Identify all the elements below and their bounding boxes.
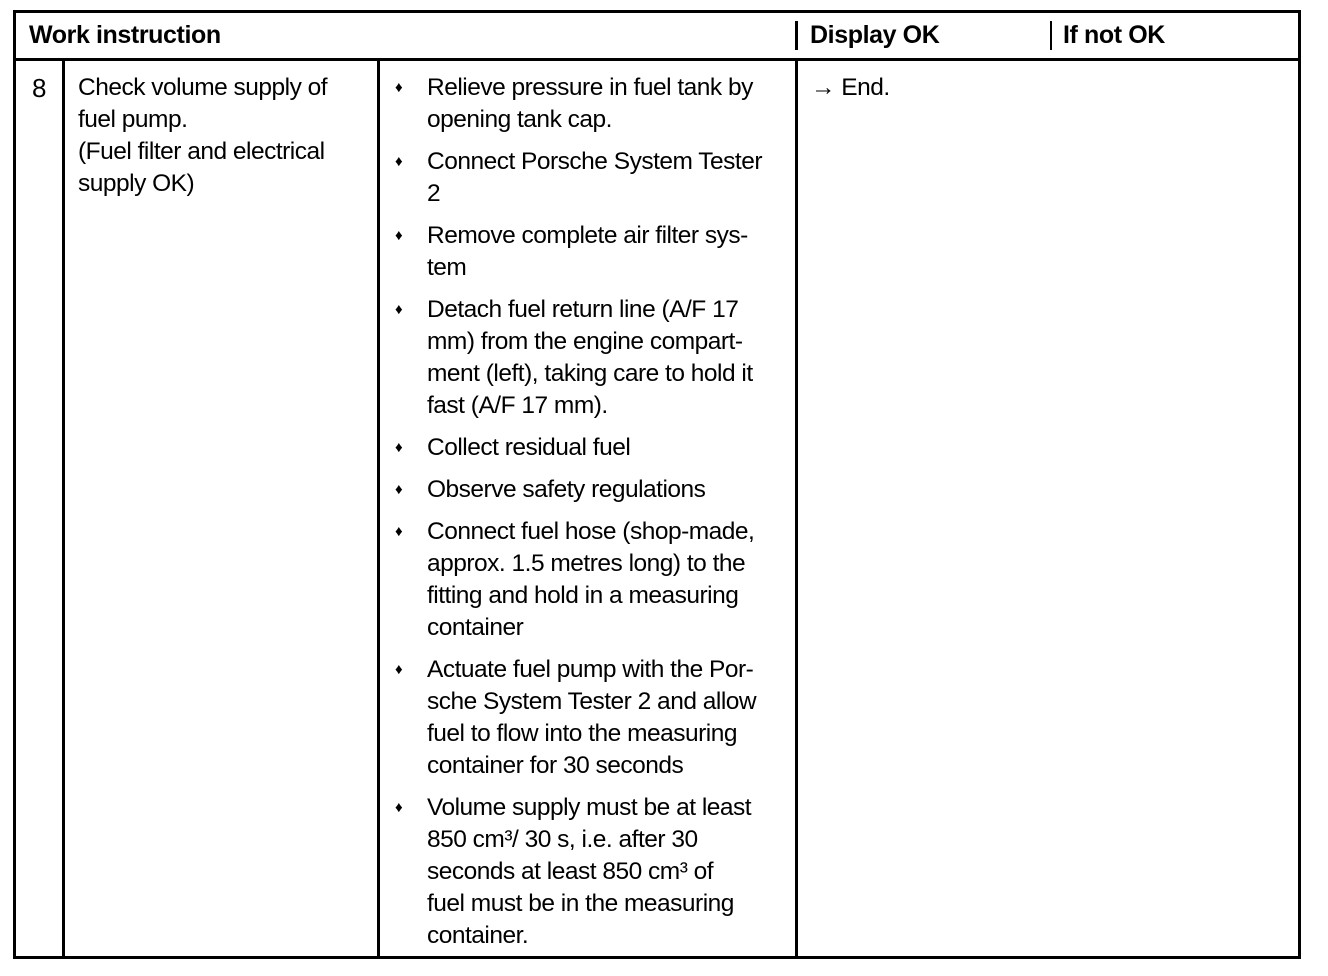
diamond-bullet-icon: ♦ bbox=[395, 301, 403, 318]
display-ok-result: → End. bbox=[811, 74, 890, 101]
diamond-bullet-icon: ♦ bbox=[395, 481, 403, 498]
header-display-ok: Display OK bbox=[795, 21, 1050, 50]
instruction-item: ♦ Detach fuel return line (A/F 17 mm) fr… bbox=[392, 294, 795, 422]
instruction-item: ♦ Volume supply must be at least 850 cm³… bbox=[392, 792, 795, 952]
table-row: 8 Check volume supply of fuel pump. (Fue… bbox=[16, 61, 1298, 956]
instruction-text: Remove complete air filter sys- tem bbox=[427, 222, 748, 281]
instruction-text: Collect residual fuel bbox=[427, 434, 631, 461]
instruction-item: ♦ Connect Porsche System Tester 2 bbox=[392, 146, 795, 210]
instruction-item: ♦ Relieve pressure in fuel tank by openi… bbox=[392, 72, 795, 136]
work-instruction-table: Work instruction Display OK If not OK 8 … bbox=[13, 10, 1301, 959]
step-number: 8 bbox=[16, 61, 65, 956]
diamond-bullet-icon: ♦ bbox=[395, 153, 403, 170]
table-header-row: Work instruction Display OK If not OK bbox=[16, 13, 1298, 61]
instruction-item: ♦ Actuate fuel pump with the Por- sche S… bbox=[392, 654, 795, 782]
step-description: Check volume supply of fuel pump. (Fuel … bbox=[65, 61, 380, 956]
instruction-item: ♦ Collect residual fuel bbox=[392, 432, 795, 464]
instruction-item: ♦ Connect fuel hose (shop-made, approx. … bbox=[392, 516, 795, 644]
instruction-text: Detach fuel return line (A/F 17 mm) from… bbox=[427, 296, 753, 419]
instruction-item: ♦ Observe safety regulations bbox=[392, 474, 795, 506]
diamond-bullet-icon: ♦ bbox=[395, 439, 403, 456]
instruction-text: Connect fuel hose (shop-made, approx. 1.… bbox=[427, 518, 755, 641]
diamond-bullet-icon: ♦ bbox=[395, 79, 403, 96]
instruction-text: Connect Porsche System Tester 2 bbox=[427, 148, 763, 207]
diamond-bullet-icon: ♦ bbox=[395, 227, 403, 244]
diamond-bullet-icon: ♦ bbox=[395, 799, 403, 816]
instruction-list: ♦ Relieve pressure in fuel tank by openi… bbox=[380, 61, 798, 956]
diamond-bullet-icon: ♦ bbox=[395, 523, 403, 540]
instruction-text: Relieve pressure in fuel tank by opening… bbox=[427, 74, 753, 133]
header-work-instruction: Work instruction bbox=[29, 21, 221, 49]
header-if-not-ok: If not OK bbox=[1050, 21, 1298, 50]
instruction-item: ♦ Remove complete air filter sys- tem bbox=[392, 220, 795, 284]
instruction-text: Actuate fuel pump with the Por- sche Sys… bbox=[427, 656, 757, 779]
instruction-text: Volume supply must be at least 850 cm³/ … bbox=[427, 794, 752, 949]
diamond-bullet-icon: ♦ bbox=[395, 661, 403, 678]
instruction-text: Observe safety regulations bbox=[427, 476, 706, 503]
